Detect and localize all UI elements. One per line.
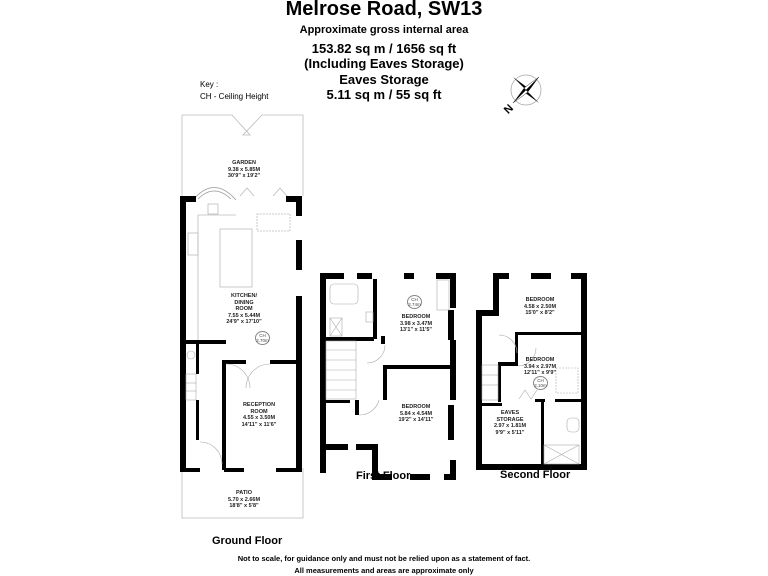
area-label: Approximate gross internal area xyxy=(299,24,469,36)
ceiling-height-badge-kitchen: CH 2.70m xyxy=(255,331,270,345)
ceiling-height-badge-second-bedroom: CH 2.10m xyxy=(533,376,548,390)
ceiling-height-badge-first-bedroom: CH 2.74m xyxy=(407,295,422,309)
area-note: (Including Eaves Storage) xyxy=(304,56,464,71)
north-compass-icon: N xyxy=(500,68,550,118)
area-total: 153.82 sq m / 1656 sq ft xyxy=(311,41,457,56)
disclaimer-line-1: Not to scale, for guidance only and must… xyxy=(237,554,531,563)
room-label-patio: PATIO 5.70 x 2.66M 18'8" x 5'8" xyxy=(227,490,261,509)
room-label-kitchen-dining: KITCHEN/ DINING ROOM 7.55 x 5.44M 24'9" … xyxy=(226,293,262,325)
room-label-reception: RECEPTION ROOM 4.55 x 3.50M 14'11" x 11'… xyxy=(241,402,277,428)
eaves-area: 5.11 sq m / 55 sq ft xyxy=(326,87,442,102)
room-label-first-bedroom-1: BEDROOM 3.98 x 3.47M 13'1" x 11'5" xyxy=(399,314,433,333)
room-label-first-bedroom-2: BEDROOM 5.84 x 4.54M 19'2" x 14'11" xyxy=(398,404,434,423)
key-title: Key : xyxy=(200,80,219,89)
floor-label-ground: Ground Floor xyxy=(212,535,283,547)
floor-label-first: First Floor xyxy=(356,470,411,482)
room-label-second-bedroom-2: BEDROOM 3.94 x 2.97M 12'11" x 9'9" xyxy=(523,357,557,376)
floor-label-second: Second Floor xyxy=(500,469,571,481)
property-title: Melrose Road, SW13 xyxy=(285,0,483,20)
eaves-label: Eaves Storage xyxy=(339,72,429,87)
key-legend: Key : CH - Ceiling Height xyxy=(200,79,268,103)
room-label-second-bedroom-1: BEDROOM 4.58 x 2.50M 15'0" x 8'2" xyxy=(523,297,557,316)
key-item-ceiling-height: CH - Ceiling Height xyxy=(200,92,269,101)
disclaimer-line-2: All measurements and areas are approxima… xyxy=(294,566,474,575)
room-label-eaves-storage: EAVES STORAGE 2.97 x 1.81M 9'9" x 5'11" xyxy=(493,410,527,436)
room-label-garden: GARDEN 9.38 x 5.85M 30'9" x 19'2" xyxy=(227,160,261,179)
